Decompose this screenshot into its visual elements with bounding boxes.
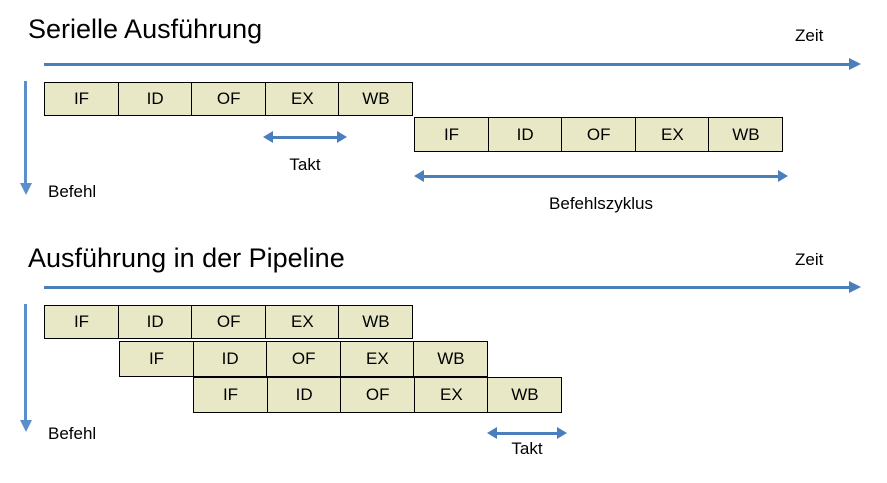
instruction-row: IF ID OF EX WB	[44, 305, 414, 339]
instruction-row: IF ID OF EX WB	[414, 117, 784, 152]
instruction-row: IF ID OF EX WB	[193, 377, 563, 413]
measure-bar	[421, 175, 781, 178]
stage-cell: WB	[413, 341, 489, 377]
stage-cell: OF	[191, 82, 267, 116]
instruction-axis-line-pipeline	[24, 304, 27, 422]
time-axis-line-pipeline	[44, 286, 850, 289]
instruction-row: IF ID OF EX WB	[44, 82, 414, 116]
measure-arrow-befehlszyklus	[414, 170, 788, 182]
instruction-axis-arrowhead-icon-pipeline	[20, 420, 32, 432]
stage-cell: IF	[119, 341, 194, 377]
stage-cell: EX	[264, 82, 340, 116]
arrowhead-right-icon	[778, 170, 788, 182]
stage-cell: OF	[340, 377, 416, 413]
instruction-axis-arrowhead-icon-serial	[20, 183, 32, 195]
time-axis-arrowhead-icon-pipeline	[849, 281, 861, 293]
arrowhead-left-icon	[414, 170, 424, 182]
stage-cell: ID	[192, 341, 268, 377]
time-axis-label-pipeline: Zeit	[795, 250, 824, 269]
instruction-axis-line-serial	[24, 81, 27, 185]
stage-cell: ID	[117, 82, 193, 116]
arrowhead-right-icon	[337, 131, 347, 143]
instruction-row: IF ID OF EX WB	[119, 341, 489, 377]
time-axis-label-serial: Zeit	[795, 26, 824, 45]
arrowhead-left-icon	[487, 427, 497, 439]
stage-cell: IF	[44, 82, 119, 116]
measure-label-takt-pipeline: Takt	[511, 439, 543, 458]
measure-bar	[494, 432, 560, 435]
stage-cell: ID	[266, 377, 342, 413]
stage-cell: WB	[708, 117, 784, 152]
measure-label-befehlszyklus: Befehlszyklus	[549, 194, 653, 213]
instruction-axis-label-serial: Befehl	[48, 182, 97, 201]
stage-cell: OF	[561, 117, 637, 152]
stage-cell: WB	[338, 305, 414, 339]
stage-cell: ID	[117, 305, 193, 339]
stage-cell: WB	[338, 82, 414, 116]
measure-arrow-takt-pipeline	[487, 427, 567, 439]
stage-cell: OF	[191, 305, 267, 339]
stage-cell: EX	[634, 117, 710, 152]
arrowhead-left-icon	[263, 131, 273, 143]
measure-bar	[270, 136, 340, 139]
stage-cell: EX	[264, 305, 340, 339]
time-axis-arrowhead-icon-serial	[849, 58, 861, 70]
stage-cell: IF	[44, 305, 119, 339]
stage-cell: EX	[413, 377, 489, 413]
section-title-pipeline: Ausführung in der Pipeline	[28, 243, 345, 273]
stage-cell: IF	[414, 117, 489, 152]
measure-arrow-takt-serial	[263, 131, 347, 143]
stage-cell: ID	[487, 117, 563, 152]
time-axis-line-serial	[44, 63, 850, 66]
stage-cell: OF	[266, 341, 342, 377]
stage-cell: WB	[487, 377, 563, 413]
section-title-serial: Serielle Ausführung	[28, 14, 263, 44]
instruction-axis-label-pipeline: Befehl	[48, 424, 97, 443]
arrowhead-right-icon	[557, 427, 567, 439]
stage-cell: IF	[193, 377, 268, 413]
measure-label-takt-serial: Takt	[289, 155, 321, 174]
stage-cell: EX	[339, 341, 415, 377]
